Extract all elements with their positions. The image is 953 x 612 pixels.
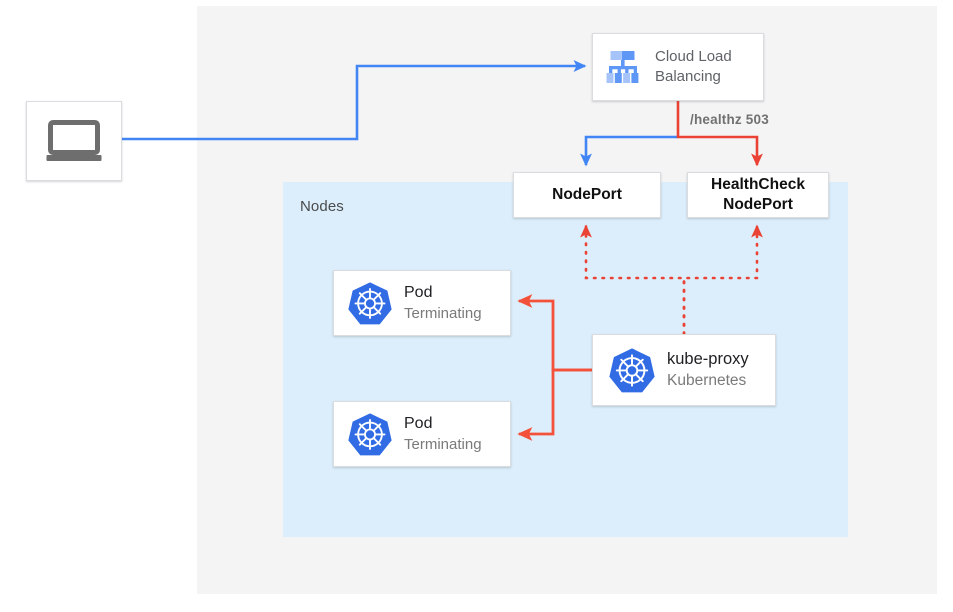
pod-node-2: Pod Terminating: [333, 401, 511, 467]
pod-1-title: Pod: [404, 284, 433, 301]
clb-title-line2: Balancing: [655, 68, 721, 85]
cloud-load-balancing-label: Cloud Load Balancing: [655, 47, 732, 87]
laptop-icon: [46, 120, 102, 161]
healthcheck-nodeport-node: HealthCheck NodePort: [687, 172, 829, 218]
pod-1-text: Pod Terminating: [404, 282, 482, 324]
cloud-load-balancing-node: Cloud Load Balancing: [592, 33, 764, 101]
healthz-edge-label: /healthz 503: [690, 112, 769, 127]
pod-2-title: Pod: [404, 415, 433, 432]
client-laptop-node: [26, 101, 122, 181]
healthcheck-nodeport-label-line1: HealthCheck: [711, 176, 805, 193]
cloud-load-balancing-icon: [606, 51, 639, 83]
pod-2-subtitle: Terminating: [404, 436, 482, 453]
clb-title-line1: Cloud Load: [655, 48, 732, 65]
kube-proxy-subtitle: Kubernetes: [667, 372, 747, 389]
pod-node-1: Pod Terminating: [333, 270, 511, 336]
nodeport-label: NodePort: [552, 186, 622, 203]
healthcheck-nodeport-label-line2: NodePort: [723, 196, 793, 213]
kube-proxy-title: kube-proxy: [667, 350, 749, 368]
pod-2-text: Pod Terminating: [404, 413, 482, 455]
nodes-panel-label: Nodes: [300, 198, 344, 215]
nodeport-node: NodePort: [513, 172, 661, 218]
kube-proxy-node: kube-proxy Kubernetes: [592, 334, 776, 406]
kubernetes-icon: [348, 413, 392, 456]
kube-proxy-text: kube-proxy Kubernetes: [667, 349, 749, 391]
pod-1-subtitle: Terminating: [404, 305, 482, 322]
kubernetes-icon: [609, 348, 655, 393]
kubernetes-icon: [348, 282, 392, 325]
